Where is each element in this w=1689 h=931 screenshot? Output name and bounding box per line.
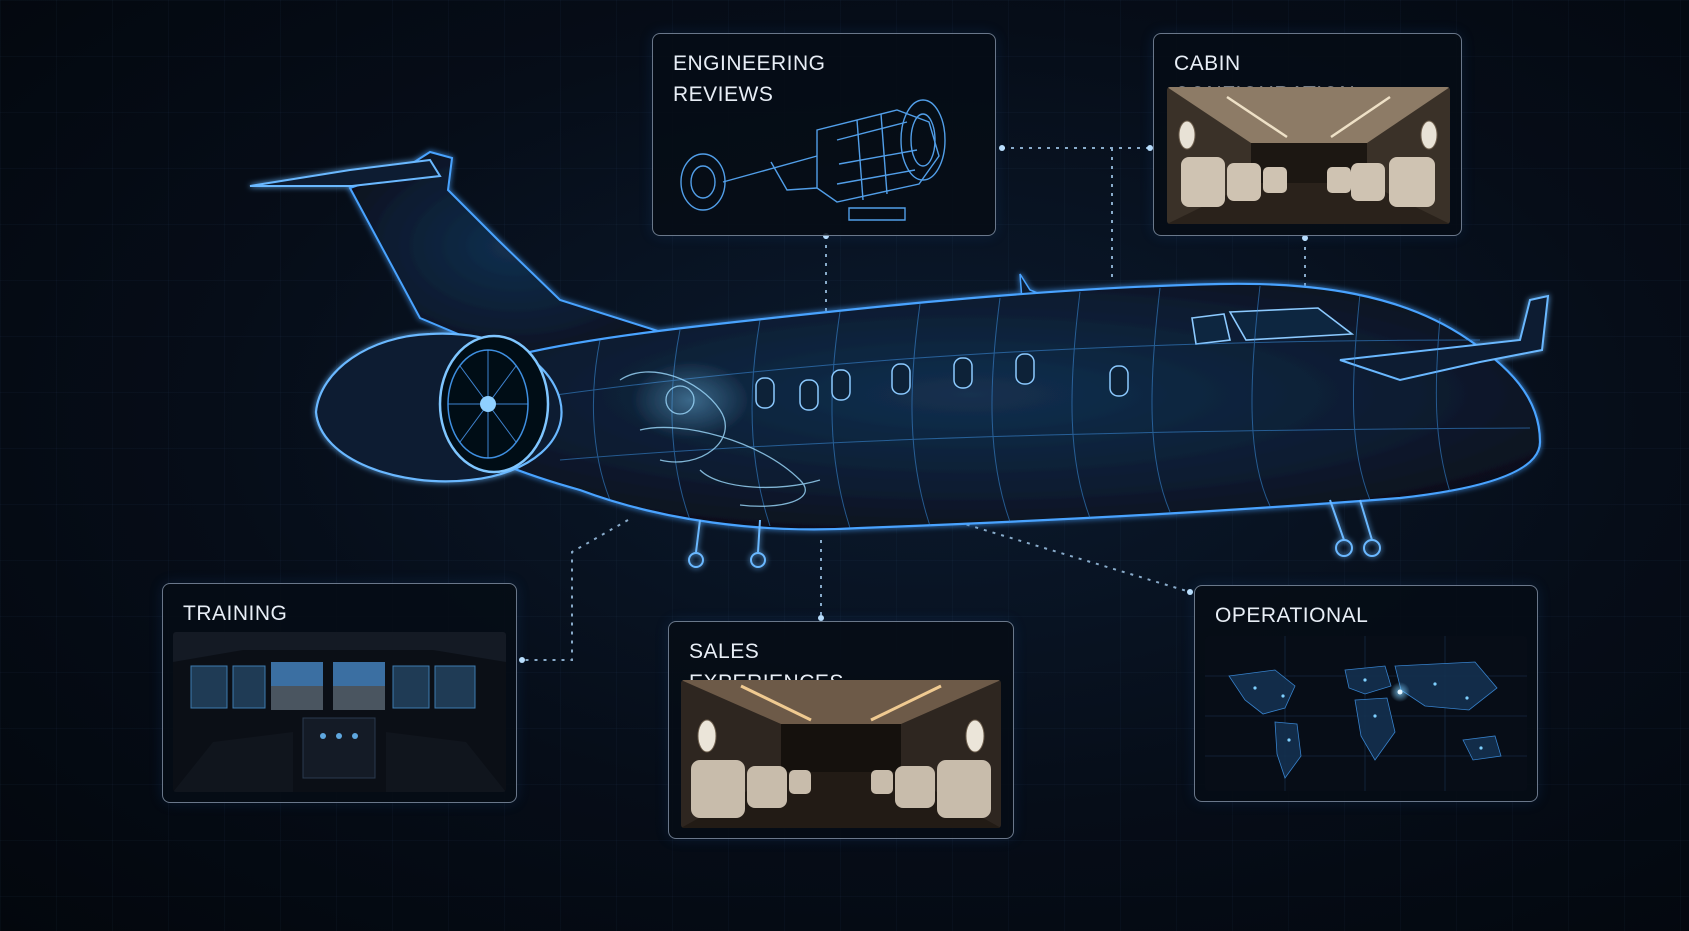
landing-gear [688, 499, 1381, 568]
cabin-interior-photo-icon [681, 680, 1001, 828]
cockpit-simulator-photo-icon [173, 632, 506, 792]
internal-systems [619, 371, 821, 507]
turbofan-engine-wireframe-icon [680, 99, 946, 221]
operational-visualization-card[interactable]: OPERATIONAL VISUALIZATION [1194, 585, 1538, 802]
cockpit-windows [1228, 307, 1355, 341]
connector-training [522, 519, 629, 661]
engineering-reviews-title: ENGINEERING REVIEWS [673, 52, 826, 106]
horizontal-stabilizer [249, 158, 442, 187]
training-card[interactable]: TRAINING [162, 583, 517, 803]
cabin-configuration-card[interactable]: CABIN CONFIGURATION [1153, 33, 1462, 236]
tail-fin [348, 150, 681, 362]
aircraft-wireframe [249, 150, 1550, 568]
connector-lines [522, 147, 1306, 661]
connector-operational [957, 521, 1191, 593]
training-title: TRAINING [183, 602, 288, 625]
world-map-network-icon [1205, 636, 1527, 791]
fuselage [398, 282, 1542, 531]
cabin-interior-photo-icon [1167, 87, 1450, 224]
passenger-windows [755, 353, 1129, 411]
sales-experiences-card[interactable]: SALES EXPERIENCES [668, 621, 1014, 839]
engineering-reviews-card[interactable]: ENGINEERING REVIEWS [652, 33, 996, 236]
wing [1339, 294, 1550, 382]
